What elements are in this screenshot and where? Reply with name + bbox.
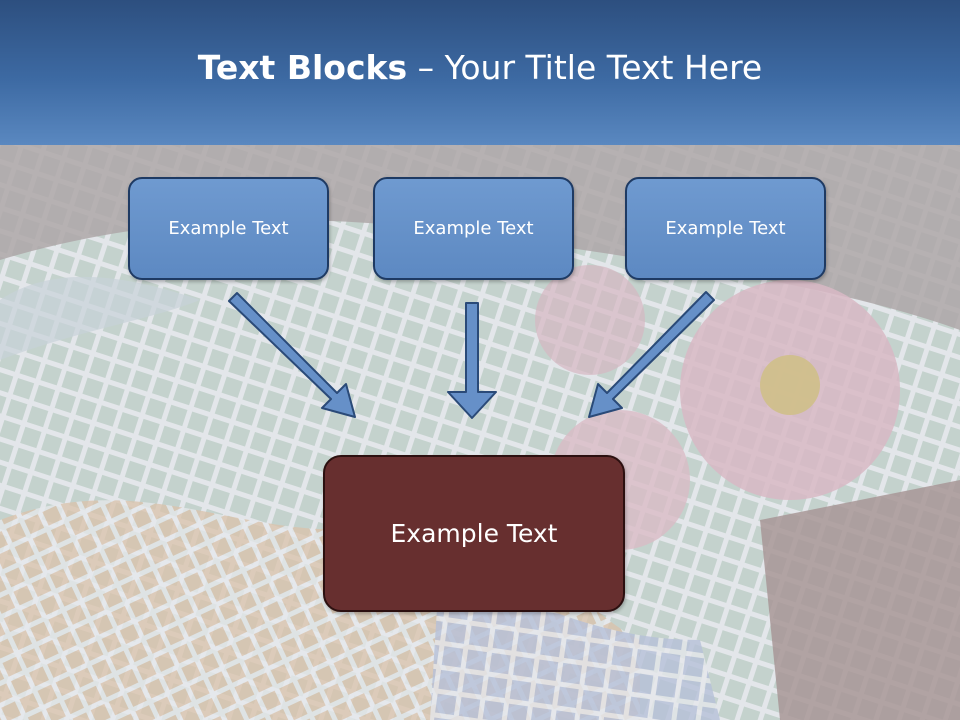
text-block-center[interactable]: Example Text: [373, 177, 574, 280]
slide-title[interactable]: Text Blocks – Your Title Text Here: [198, 48, 762, 87]
arrow-down-right-icon[interactable]: [228, 292, 356, 418]
text-block-target-label: Example Text: [390, 519, 558, 548]
text-block-center-label: Example Text: [413, 218, 534, 239]
title-bar: Text Blocks – Your Title Text Here: [0, 0, 960, 145]
text-block-right-label: Example Text: [665, 218, 786, 239]
text-block-left-label: Example Text: [168, 218, 289, 239]
slide-title-bold: Text Blocks: [197, 48, 408, 87]
slide-title-rest: – Your Title Text Here: [407, 48, 763, 87]
text-block-target[interactable]: Example Text: [323, 455, 625, 612]
text-block-right[interactable]: Example Text: [625, 177, 826, 280]
arrow-down-icon[interactable]: [447, 302, 497, 419]
arrow-down-left-icon[interactable]: [588, 291, 715, 418]
text-block-left[interactable]: Example Text: [128, 177, 329, 280]
